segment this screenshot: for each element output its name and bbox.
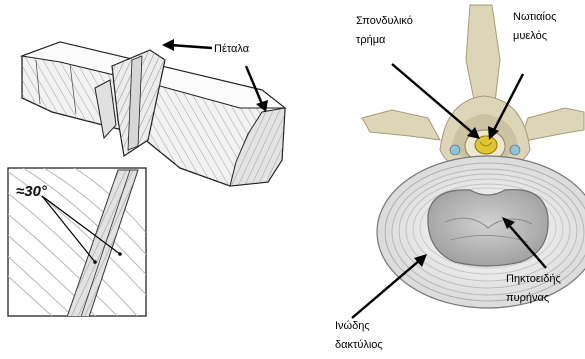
lamella-label: Πέταλα [214, 40, 249, 59]
annulus-fibrosus-label: Ινώδης δακτύλιος [335, 317, 383, 355]
fiber-angle-label: ≈30° [16, 183, 48, 200]
spinal-canal-label: Σπονδυλικό τρήμα [356, 12, 413, 50]
annulus-fibrosus-label-line1: Ινώδης [335, 317, 383, 336]
spinal-canal-label-line2: τρήμα [356, 31, 413, 50]
lamellae-block [22, 42, 285, 186]
spinal-cord-label: Νωτιαίος μυελός [513, 8, 556, 46]
nucleus-pulposus-label-line1: Πηκτοειδής [506, 270, 561, 289]
spinal-canal-label-line1: Σπονδυλικό [356, 12, 413, 31]
annulus-fibrosus-label-line2: δακτύλιος [335, 336, 383, 355]
nucleus-pulposus-label-line2: πυρήνας [506, 289, 561, 308]
spinal-cord-label-line1: Νωτιαίος [513, 8, 556, 27]
spinal-cord-label-line2: μυελός [513, 27, 556, 46]
nucleus-pulposus-label: Πηκτοειδής πυρήνας [506, 270, 561, 308]
fiber-angle-inset: ≈30° [0, 160, 160, 359]
spinal-cord-shape [475, 136, 497, 154]
